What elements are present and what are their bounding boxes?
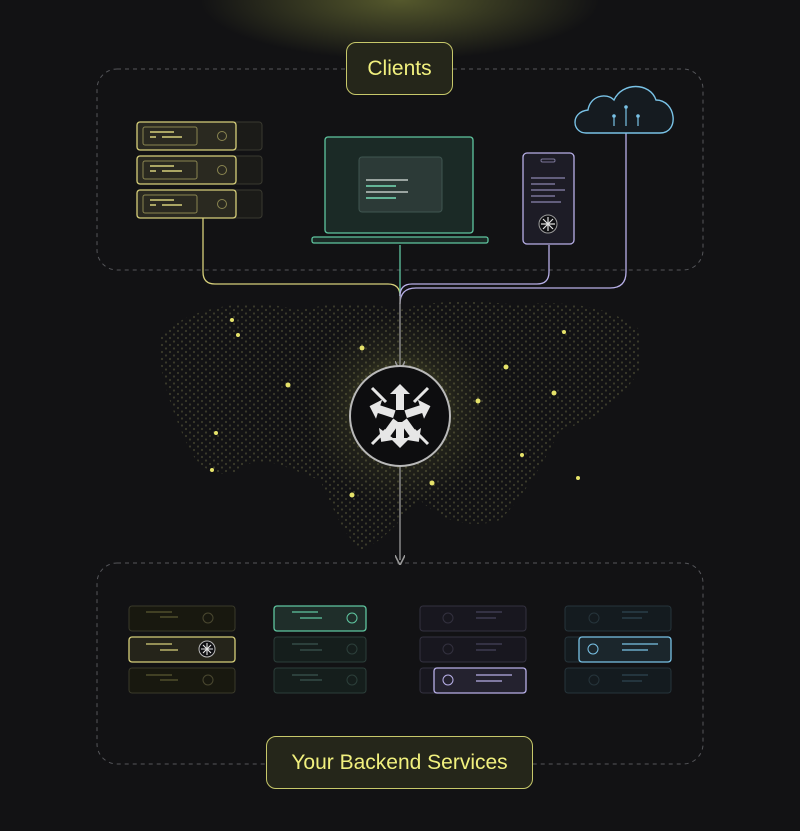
clients-label: Clients (346, 42, 453, 95)
backend-server-grid (128, 605, 672, 694)
backend-column-2 (273, 605, 367, 694)
map-pins (210, 318, 580, 498)
client-server-stack (136, 121, 263, 219)
backend-column-4 (564, 605, 672, 694)
server-rack-icon (136, 121, 263, 151)
smartphone-icon (522, 152, 575, 245)
cloud-icon (574, 85, 674, 134)
backend-services-label: Your Backend Services (266, 736, 533, 789)
arrows-inward-logo-icon (349, 365, 451, 467)
laptop-icon (311, 136, 489, 244)
server-rack-icon (136, 155, 263, 185)
backend-column-3 (419, 605, 527, 694)
connector-lines (202, 112, 627, 560)
server-rack-icon (136, 189, 263, 219)
backend-column-1 (128, 605, 236, 694)
backend-group-border (96, 562, 704, 765)
